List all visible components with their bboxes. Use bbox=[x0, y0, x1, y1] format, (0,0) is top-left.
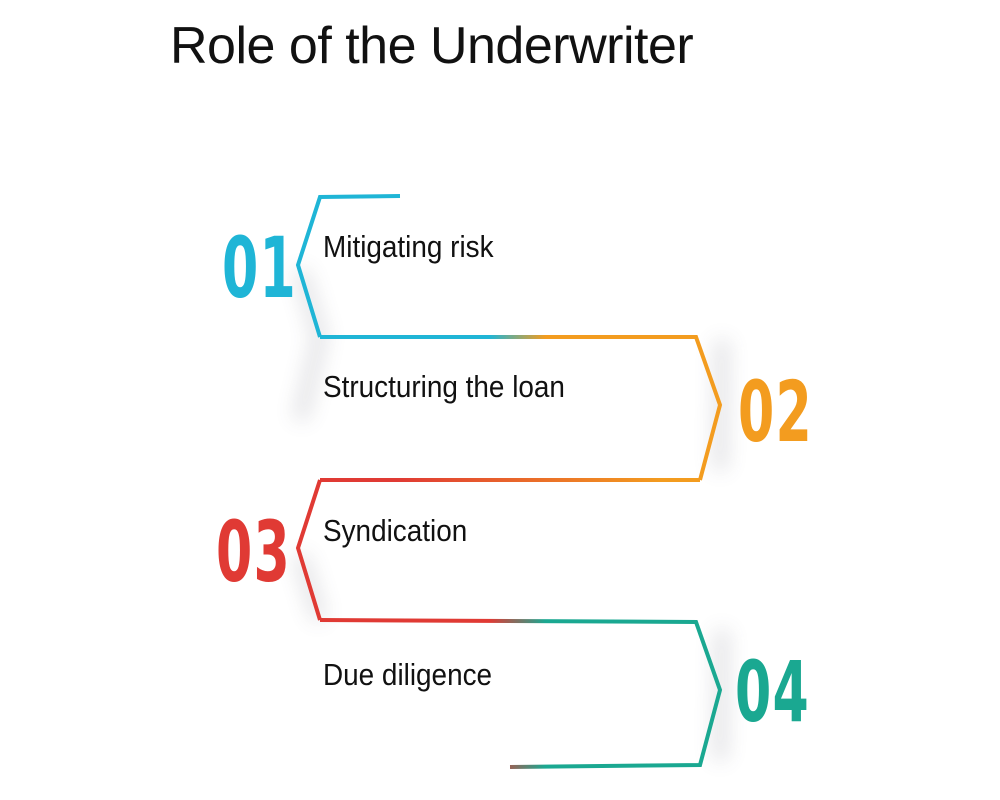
step-1-line bbox=[295, 194, 401, 338]
step-3-label: Syndication bbox=[323, 513, 468, 548]
step-3-line bbox=[295, 479, 322, 621]
slide-title: Role of the Underwriter bbox=[170, 17, 694, 75]
step-4-label: Due diligence bbox=[323, 657, 493, 692]
step-4-number: 04 bbox=[735, 643, 810, 741]
step-1-number: 01 bbox=[222, 219, 297, 317]
step-2-number: 02 bbox=[738, 363, 813, 461]
step-1-2-line bbox=[320, 335, 723, 481]
step-3-4-line bbox=[319, 618, 723, 769]
step-1-label: Mitigating risk bbox=[323, 229, 494, 264]
step-2-label: Structuring the loan bbox=[323, 369, 565, 404]
step-3-number: 03 bbox=[216, 503, 291, 601]
